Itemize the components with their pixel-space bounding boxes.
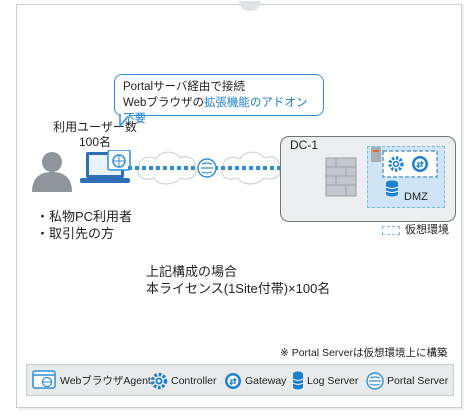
legend-label-log-server: Log Server bbox=[307, 375, 359, 387]
user-type-item: ・取引先の方 bbox=[36, 226, 115, 241]
log-server-icon bbox=[385, 180, 399, 197]
virtual-environment-legend-swatch bbox=[382, 226, 400, 235]
server-icon bbox=[371, 147, 381, 162]
dmz-label: DMZ bbox=[404, 191, 428, 203]
callout-line2-prefix: Webブラウザの bbox=[123, 97, 204, 109]
controller-gear-icon bbox=[388, 156, 404, 172]
legend-label-portal-server: Portal Server bbox=[387, 375, 449, 387]
gateway-icon bbox=[225, 373, 241, 389]
callout-line2: Webブラウザの拡張機能のアドオン不要 bbox=[123, 95, 315, 127]
legend-label-gateway: Gateway bbox=[245, 375, 287, 387]
frame-top-knob bbox=[239, 1, 261, 11]
log-server-icon bbox=[292, 371, 304, 390]
virtual-environment-legend-label: 仮想環境 bbox=[405, 224, 449, 236]
firewall-icon bbox=[325, 157, 357, 197]
browser-agent-icon bbox=[32, 370, 56, 389]
controller-gear-icon bbox=[150, 372, 168, 390]
portal-server-box bbox=[382, 150, 438, 178]
user-type-item: ・私物PC利用者 bbox=[36, 209, 133, 224]
laptop-browser-agent-icon bbox=[80, 150, 131, 183]
portal-server-icon bbox=[366, 372, 384, 390]
user-types-list: ・私物PC利用者 ・取引先の方 bbox=[36, 208, 132, 242]
user-count-label-line2: 100名 bbox=[78, 135, 112, 149]
connection-path bbox=[128, 151, 284, 185]
connection-callout: Portalサーバ経由で接続 Webブラウザの拡張機能のアドオン不要 bbox=[114, 74, 324, 125]
user-count-label: 利用ユーザー数 100名 bbox=[40, 120, 150, 150]
callout-tail bbox=[119, 114, 131, 128]
license-configuration: 上記構成の場合 本ライセンス(1Site付帯)×100名 bbox=[146, 263, 330, 297]
datacenter-label: DC-1 bbox=[290, 138, 319, 152]
legend-label-controller: Controller bbox=[171, 375, 217, 387]
config-line1: 上記構成の場合 bbox=[146, 264, 238, 279]
config-line2: 本ライセンス(1Site付帯)×100名 bbox=[146, 281, 331, 296]
legend-label-browser-agent: WebブラウザAgent bbox=[60, 375, 151, 387]
callout-line1: Portalサーバ経由で接続 bbox=[123, 81, 245, 93]
gateway-icon bbox=[412, 156, 428, 172]
user-count-label-line1: 利用ユーザー数 bbox=[53, 120, 137, 134]
portal-server-note: ※ Portal Serverは仮想環境上に構築 bbox=[280, 347, 448, 359]
user-icon bbox=[32, 152, 72, 192]
